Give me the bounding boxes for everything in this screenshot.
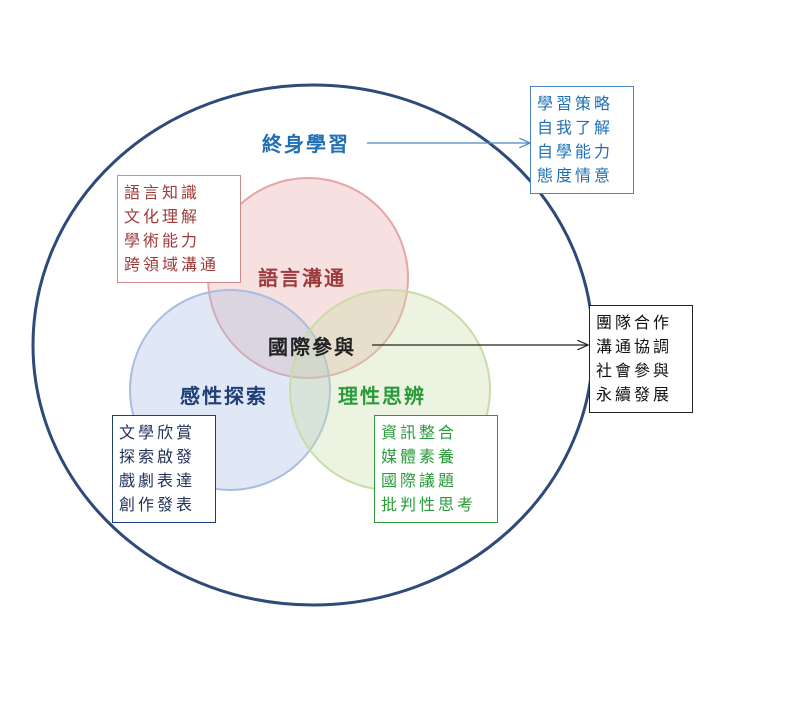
- language-item: 語言知識: [124, 183, 201, 202]
- rational-item: 資訊整合: [381, 423, 458, 442]
- language-item: 學術能力: [124, 231, 201, 250]
- aesthetic-item: 文學欣賞: [119, 423, 196, 442]
- language-communication-box: 語言知識 文化理解 學術能力 跨領域溝通: [117, 175, 241, 283]
- aesthetic-exploration-title: 感性探索: [180, 384, 268, 408]
- rational-item: 媒體素養: [381, 447, 458, 466]
- international-item: 永續發展: [596, 385, 673, 404]
- international-item: 溝通協調: [596, 337, 673, 356]
- lifelong-learning-box: 學習策略 自我了解 自學能力 態度情意: [530, 86, 634, 194]
- rational-thinking-title: 理性思辨: [338, 384, 426, 408]
- aesthetic-item: 探索啟發: [119, 447, 196, 466]
- lifelong-item: 學習策略: [537, 94, 614, 113]
- rational-item: 國際議題: [381, 471, 458, 490]
- international-participation-box: 團隊合作 溝通協調 社會參與 永續發展: [589, 305, 693, 413]
- language-communication-title: 語言溝通: [258, 266, 346, 290]
- aesthetic-exploration-box: 文學欣賞 探索啟發 戲劇表達 創作發表: [112, 415, 216, 523]
- international-item: 社會參與: [596, 361, 673, 380]
- aesthetic-item: 創作發表: [119, 495, 196, 514]
- rational-thinking-box: 資訊整合 媒體素養 國際議題 批判性思考: [374, 415, 498, 523]
- language-item: 文化理解: [124, 207, 201, 226]
- language-item: 跨領域溝通: [124, 255, 220, 274]
- lifelong-learning-title: 終身學習: [262, 132, 350, 156]
- lifelong-item: 態度情意: [537, 166, 614, 185]
- international-participation-title: 國際參與: [268, 335, 356, 359]
- lifelong-item: 自我了解: [537, 118, 614, 137]
- rational-item: 批判性思考: [381, 495, 477, 514]
- lifelong-item: 自學能力: [537, 142, 614, 161]
- international-item: 團隊合作: [596, 313, 673, 332]
- aesthetic-item: 戲劇表達: [119, 471, 196, 490]
